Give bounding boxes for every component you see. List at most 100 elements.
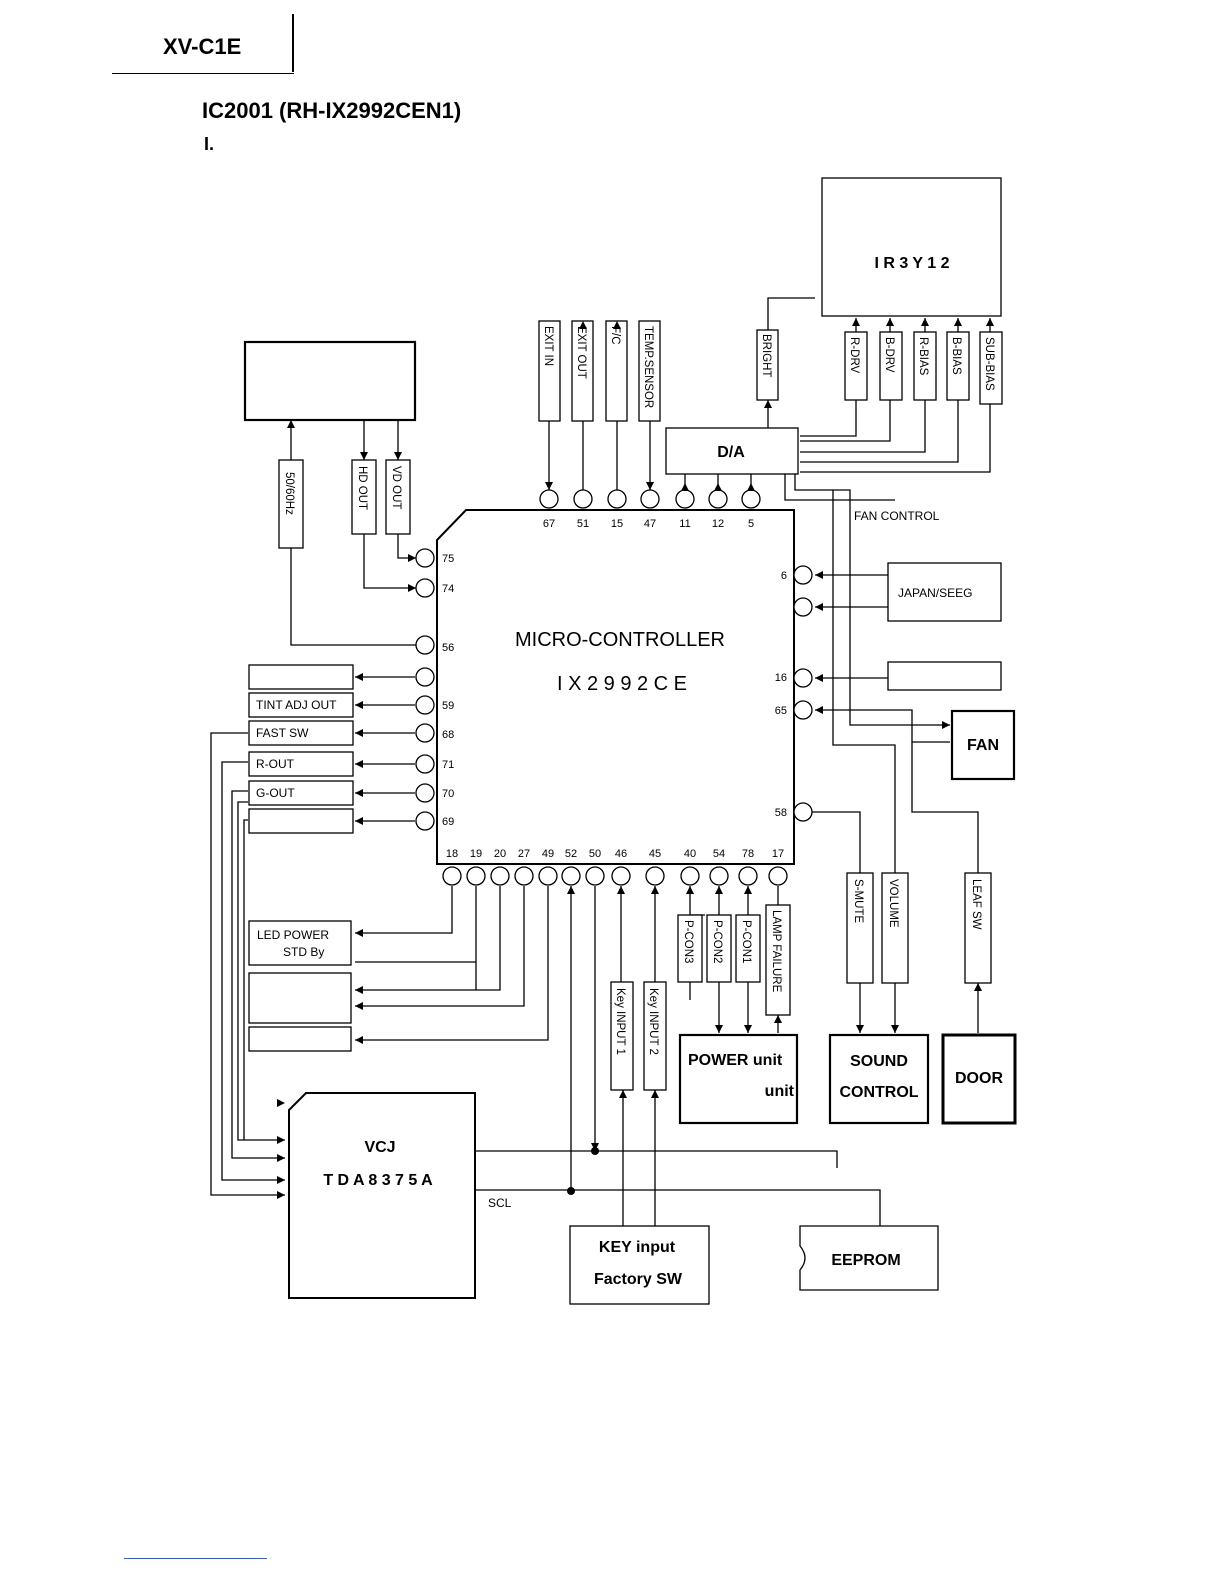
signal-r-drv: R-DRV [848,337,860,374]
pin-11: 11 [679,518,690,530]
pin-75: 75 [442,553,454,565]
std-by-label: STD By [283,945,324,959]
door-block [941,1033,1017,1125]
pin-16: 16 [775,672,787,684]
power-unit-block [678,1033,799,1125]
pin-74: 74 [442,583,454,595]
signal-p-con1: P-CON1 [740,920,752,963]
pin-17: 17 [772,848,784,860]
pin-69: 69 [442,816,454,828]
page-title: IC2001 (RH-IX2992CEN1) [202,98,462,123]
signal-b-drv: B-DRV [883,337,895,373]
signal-p-con3: P-CON3 [682,920,694,963]
fan-control-label: FAN CONTROL [854,509,940,523]
section-marker: I. [204,134,215,154]
pin-71: 71 [442,759,454,771]
pin-56: 56 [442,642,454,654]
scl-label: SCL [488,1196,512,1210]
pin-12: 12 [712,518,724,530]
mcu-part: I X 2 9 9 2 C E [557,673,687,695]
signal-key-input-1: Key INPUT 1 [614,988,626,1055]
sound-control-block [828,1033,930,1125]
signal-s-mute: S-MUTE [852,879,864,923]
vcj-label-1: VCJ [364,1139,395,1156]
power-label-1: POWER unit [688,1052,783,1069]
pin-78: 78 [742,848,754,860]
pin-46: 46 [615,848,627,860]
header-divider-vertical [292,14,294,72]
signal-exit-in: EXIT IN [542,326,554,366]
pin-65: 65 [775,705,787,717]
pin-70: 70 [442,788,454,800]
pin-50: 50 [589,848,601,860]
ir3y12-label: I R 3 Y 1 2 [874,255,949,272]
pin-54: 54 [713,848,725,860]
micro-controller-chip [436,509,795,865]
header-model: XV-C1E [163,34,242,59]
pin-20: 20 [494,848,506,860]
signal-temp-sensor: TEMP.SENSOR [642,326,654,408]
signal-r-out: R-OUT [256,757,295,771]
footer-rule [124,1558,267,1559]
japan-seeg-block [887,562,1002,622]
signal-exit-out: EXIT OUT [575,326,587,379]
pin-5: 5 [748,518,754,530]
blocks: I R 3 Y 1 2 D/A MICRO-CONTROLLER I X 2 9… [243,177,1017,1305]
sync-output-block [243,340,417,422]
signal-p-con2: P-CON2 [711,920,723,963]
door-label: DOOR [955,1070,1003,1087]
ir3y12-block [821,177,1002,317]
signal-lamp-failure: LAMP FAILURE [770,910,782,993]
led-power-label: LED POWER [257,928,329,942]
da-converter-block [665,427,799,475]
eeprom-label: EEPROM [831,1252,900,1269]
pin-15: 15 [611,518,623,530]
pins: 67 51 15 47 11 12 5 75 74 56 59 68 71 70… [415,489,813,1195]
pin-45: 45 [649,848,661,860]
vcj-label-2: T D A 8 3 7 5 A [323,1172,433,1189]
pin-59: 59 [442,700,454,712]
arrowheads [277,318,994,1199]
signal-fc: F/C [609,326,621,345]
signal-g-out: G-OUT [256,786,295,800]
header-divider-horizontal [112,73,294,74]
pin-40: 40 [684,848,696,860]
signal-leaf-sw: LEAF SW [970,879,982,930]
da-label: D/A [717,444,745,461]
pin-52: 52 [565,848,577,860]
signal-50-60hz: 50/60Hz [283,472,295,515]
japan-seeg-label: JAPAN/SEEG [898,586,972,600]
signal-r-bias: R-BIAS [917,337,929,376]
right-empty-block [887,661,1002,691]
signal-fast-sw: FAST SW [256,726,309,740]
pin-51: 51 [577,518,589,530]
vcj-chip [288,1092,476,1299]
fan-block [950,709,1016,781]
pin-47: 47 [644,518,656,530]
sound-label-1: SOUND [850,1053,908,1070]
pin-27: 27 [518,848,530,860]
signal-key-input-2: Key INPUT 2 [647,988,659,1055]
signal-sub-bias: SUB-BIAS [983,337,995,391]
pin-18: 18 [446,848,458,860]
signal-bright: BRIGHT [760,334,772,377]
power-label-2: unit [765,1083,795,1100]
key-input-label-2: Factory SW [594,1271,683,1288]
signal-vd-out: VD OUT [390,466,402,509]
pin-67: 67 [543,518,555,530]
signal-tint-adj-out: TINT ADJ OUT [256,698,337,712]
pin-49: 49 [542,848,554,860]
sound-label-2: CONTROL [839,1084,918,1101]
eeprom-chip [799,1225,939,1291]
pin-6: 6 [781,570,787,582]
signal-boxes: EXIT IN EXIT OUT F/C TEMP.SENSOR BRIGHT … [248,320,1003,1210]
signal-hd-out: HD OUT [356,466,368,510]
pin-58: 58 [775,807,787,819]
signal-volume: VOLUME [887,879,899,928]
mcu-name: MICRO-CONTROLLER [515,629,725,651]
pin-68: 68 [442,729,454,741]
pin-19: 19 [470,848,482,860]
key-input-block [569,1225,710,1305]
fan-label: FAN [967,737,999,754]
